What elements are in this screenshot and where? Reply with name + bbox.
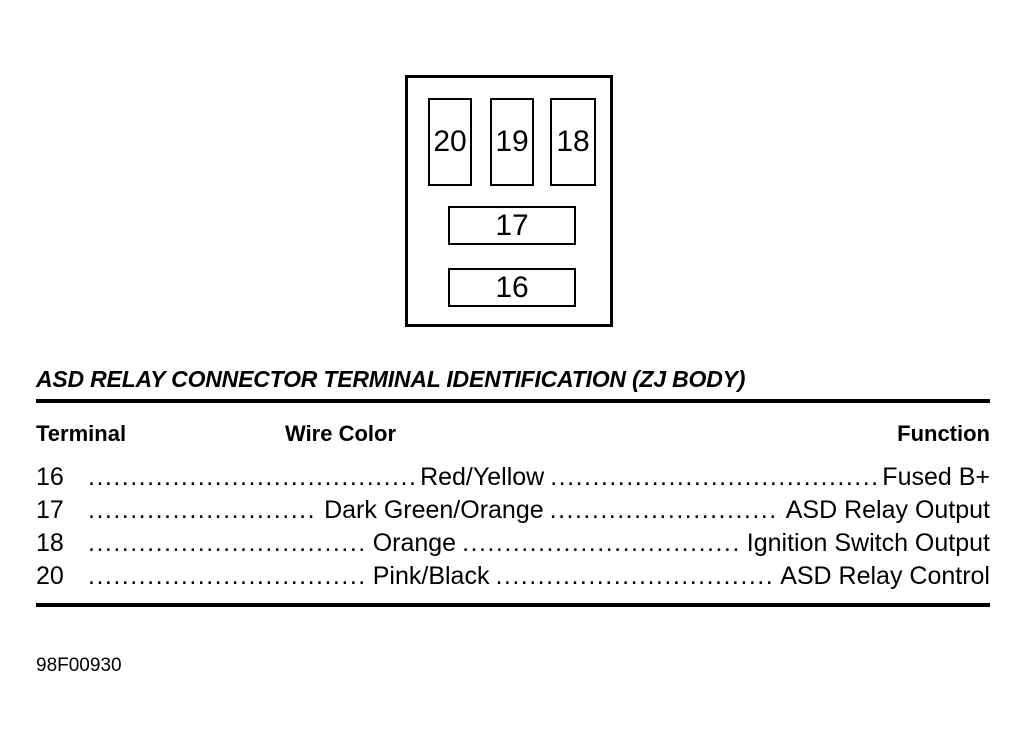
- table-title: ASD RELAY CONNECTOR TERMINAL IDENTIFICAT…: [36, 366, 746, 392]
- table-column-headers: Terminal Wire Color Function: [36, 421, 990, 455]
- cell-wire-color: Orange: [372, 529, 457, 557]
- cell-terminal: 17: [36, 496, 64, 524]
- divider-under-rows: [36, 603, 990, 607]
- terminal-cell-17: 17: [448, 206, 576, 245]
- cell-wire-color: Pink/Black: [372, 562, 490, 590]
- leader-dots: ........................................…: [88, 463, 415, 491]
- asd-relay-connector-diagram: 20 19 18 17 16: [405, 75, 613, 327]
- terminal-cell-16: 16: [448, 268, 576, 307]
- terminal-cell-18: 18: [550, 98, 596, 186]
- terminal-identification-table: ASD RELAY CONNECTOR TERMINAL IDENTIFICAT…: [36, 366, 990, 607]
- cell-wire-color: Red/Yellow: [420, 463, 545, 491]
- cell-terminal: 16: [36, 463, 64, 491]
- table-row: 18 .....................................…: [36, 527, 990, 560]
- leader-dots: ........................................…: [88, 529, 367, 557]
- table-rows: 16 .....................................…: [36, 461, 990, 593]
- divider-under-title: [36, 399, 990, 403]
- leader-dots: ........................................…: [462, 529, 741, 557]
- table-row: 17 .....................................…: [36, 494, 990, 527]
- leader-dots: ........................................…: [549, 496, 780, 524]
- column-header-terminal: Terminal: [36, 421, 127, 446]
- cell-terminal: 18: [36, 529, 64, 557]
- cell-function: ASD Relay Control: [780, 562, 990, 590]
- leader-dots: ........................................…: [88, 496, 318, 524]
- cell-wire-color: Dark Green/Orange: [324, 496, 544, 524]
- terminal-cell-20: 20: [428, 98, 472, 186]
- cell-function: Ignition Switch Output: [746, 529, 990, 557]
- cell-function: ASD Relay Output: [785, 496, 990, 524]
- table-row: 16 .....................................…: [36, 461, 990, 494]
- column-header-function: Function: [897, 421, 990, 446]
- column-header-wire-color: Wire Color: [285, 421, 397, 446]
- cell-function: Fused B+: [882, 463, 990, 491]
- terminal-cell-19: 19: [490, 98, 534, 186]
- leader-dots: ........................................…: [495, 562, 775, 590]
- cell-terminal: 20: [36, 562, 64, 590]
- leader-dots: ........................................…: [88, 562, 367, 590]
- figure-caption: 98F00930: [36, 655, 122, 676]
- leader-dots: ........................................…: [550, 463, 877, 491]
- table-row: 20 .....................................…: [36, 560, 990, 593]
